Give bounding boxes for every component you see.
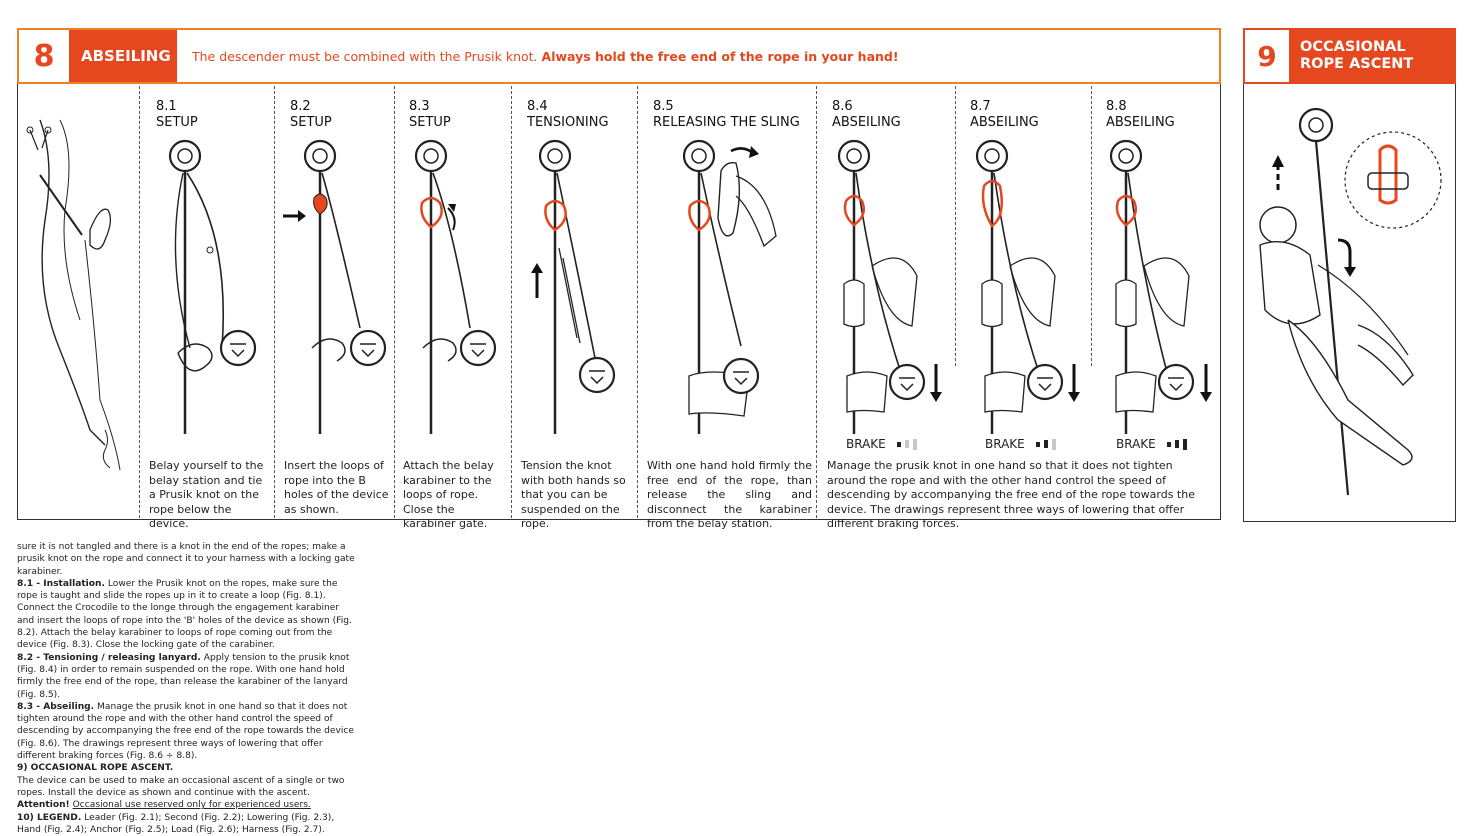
- warning-bold-text: Always hold the free end of the rope in …: [541, 49, 899, 64]
- separator: [511, 86, 512, 518]
- section-9-header: [1243, 28, 1456, 84]
- section-8-warning: The descender must be combined with the …: [192, 49, 899, 64]
- panel-8-8-illustration: [1109, 139, 1212, 434]
- instructions-text: sure it is not tangled and there is a kn…: [17, 541, 355, 836]
- separator: [955, 86, 956, 366]
- legend-paragraph: 10) LEGEND. Leader (Fig. 2.1); Second (F…: [17, 812, 335, 835]
- ascent-heading: 9) OCCASIONAL ROPE ASCENT.: [17, 763, 174, 774]
- tensioning-paragraph: 8.2 - Tensioning / releasing lanyard. Ap…: [17, 652, 350, 700]
- panel-8-1-illustration: [168, 139, 257, 434]
- separator: [1091, 86, 1092, 366]
- panel-8-6-illustration: [837, 139, 942, 434]
- section-9-number: 9: [1257, 39, 1277, 73]
- intro-paragraph: sure it is not tangled and there is a kn…: [17, 542, 355, 577]
- panel-8-3-illustration: [414, 139, 497, 434]
- separator: [637, 86, 638, 518]
- cliff-abseil-illustration: [26, 119, 121, 471]
- panel-8-7-illustration: [975, 139, 1080, 434]
- panel-8-4-illustration: [531, 139, 616, 434]
- ascent-paragraph: The device can be used to make an occasi…: [17, 775, 345, 811]
- panel-8-1-desc: Belay yourself to the belay station and …: [149, 459, 264, 530]
- rope-ascent-illustration: [1259, 107, 1442, 496]
- section-8-label: ABSEILING: [69, 30, 177, 82]
- section-9-label: OCCASIONAL ROPE ASCENT: [1289, 30, 1454, 82]
- separator: [274, 86, 275, 518]
- separator: [816, 86, 817, 518]
- section-8-header: [17, 28, 1221, 84]
- panel-8-5-illustration: [682, 139, 777, 434]
- section-8-number: 8: [33, 38, 55, 74]
- separator: [139, 86, 140, 518]
- brake-indicator-low: BRAKE: [846, 437, 917, 451]
- panel-8-5-desc: With one hand hold firmly the free end o…: [647, 459, 812, 530]
- installation-paragraph: 8.1 - Installation. Lower the Prusik kno…: [17, 578, 352, 651]
- panel-8-2-illustration: [283, 139, 387, 434]
- panel-8-3-desc: Attach the belay karabiner to the loops …: [403, 459, 494, 530]
- brake-indicator-medium: BRAKE: [985, 437, 1056, 451]
- separator: [394, 86, 395, 518]
- panel-8-4-desc: Tension the knot with both hands so that…: [521, 459, 626, 530]
- abseiling-desc: Manage the prusik knot in one hand so th…: [827, 459, 1195, 530]
- abseiling-paragraph: 8.3 - Abseiling. Manage the prusik knot …: [17, 701, 354, 762]
- panel-8-2-desc: Insert the loops of rope into the B hole…: [284, 459, 389, 516]
- brake-indicator-high: BRAKE: [1116, 437, 1187, 451]
- warning-text: The descender must be combined with the …: [192, 49, 538, 64]
